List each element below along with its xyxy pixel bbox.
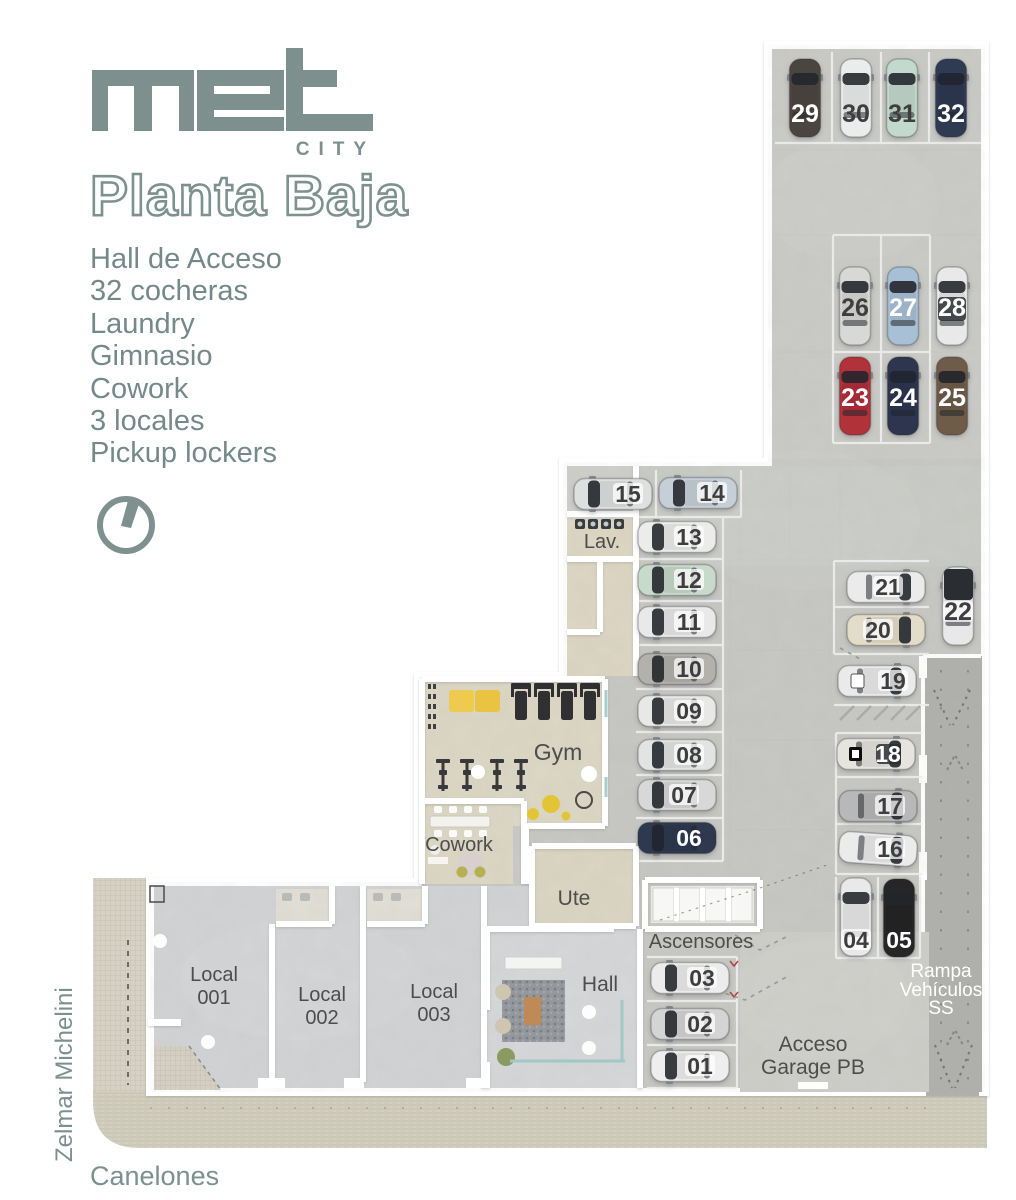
svg-text:09: 09 bbox=[676, 698, 702, 724]
svg-text:Local: Local bbox=[190, 964, 238, 986]
svg-text:03: 03 bbox=[689, 965, 715, 991]
svg-text:Gym: Gym bbox=[534, 739, 583, 765]
svg-text:04: 04 bbox=[843, 927, 869, 953]
svg-text:01: 01 bbox=[687, 1053, 713, 1079]
svg-text:27: 27 bbox=[889, 294, 917, 322]
svg-text:003: 003 bbox=[417, 1004, 450, 1026]
svg-text:Vehículos: Vehículos bbox=[900, 980, 982, 1001]
svg-text:28: 28 bbox=[938, 294, 966, 322]
svg-text:Local: Local bbox=[298, 984, 346, 1006]
svg-text:30: 30 bbox=[842, 100, 870, 128]
svg-text:002: 002 bbox=[305, 1007, 338, 1029]
svg-text:Rampa: Rampa bbox=[910, 961, 972, 982]
svg-text:CITY: CITY bbox=[296, 139, 375, 160]
svg-text:05: 05 bbox=[886, 927, 912, 953]
svg-text:26: 26 bbox=[841, 294, 869, 322]
svg-text:11: 11 bbox=[677, 609, 702, 635]
svg-text:SS: SS bbox=[928, 998, 953, 1019]
svg-text:29: 29 bbox=[791, 100, 819, 128]
svg-text:Cowork: Cowork bbox=[425, 834, 494, 856]
svg-text:12: 12 bbox=[676, 567, 702, 593]
svg-text:32: 32 bbox=[937, 100, 965, 128]
svg-text:21: 21 bbox=[875, 574, 901, 600]
svg-text:Local: Local bbox=[410, 981, 458, 1003]
svg-text:Acceso: Acceso bbox=[779, 1033, 848, 1056]
svg-text:Ute: Ute bbox=[558, 887, 591, 910]
svg-text:17: 17 bbox=[877, 793, 903, 819]
svg-text:13: 13 bbox=[676, 524, 702, 550]
svg-text:02: 02 bbox=[687, 1011, 713, 1037]
svg-text:19: 19 bbox=[880, 668, 906, 694]
svg-text:15: 15 bbox=[615, 481, 641, 507]
svg-text:22: 22 bbox=[944, 598, 972, 626]
svg-text:20: 20 bbox=[865, 617, 891, 643]
svg-text:25: 25 bbox=[938, 384, 966, 412]
svg-text:Ascensores: Ascensores bbox=[649, 931, 754, 953]
svg-text:10: 10 bbox=[676, 656, 702, 682]
svg-text:24: 24 bbox=[889, 384, 917, 412]
svg-text:07: 07 bbox=[671, 782, 697, 808]
svg-text:06: 06 bbox=[676, 825, 702, 851]
svg-text:001: 001 bbox=[197, 987, 230, 1009]
svg-text:Garage PB: Garage PB bbox=[761, 1056, 865, 1079]
svg-text:31: 31 bbox=[888, 100, 916, 128]
svg-text:08: 08 bbox=[676, 742, 702, 768]
svg-text:16: 16 bbox=[877, 836, 903, 862]
svg-text:23: 23 bbox=[841, 384, 869, 412]
svg-text:14: 14 bbox=[699, 480, 725, 506]
svg-text:Hall: Hall bbox=[582, 973, 618, 996]
svg-text:Lav.: Lav. bbox=[584, 531, 620, 553]
svg-text:18: 18 bbox=[875, 741, 901, 767]
